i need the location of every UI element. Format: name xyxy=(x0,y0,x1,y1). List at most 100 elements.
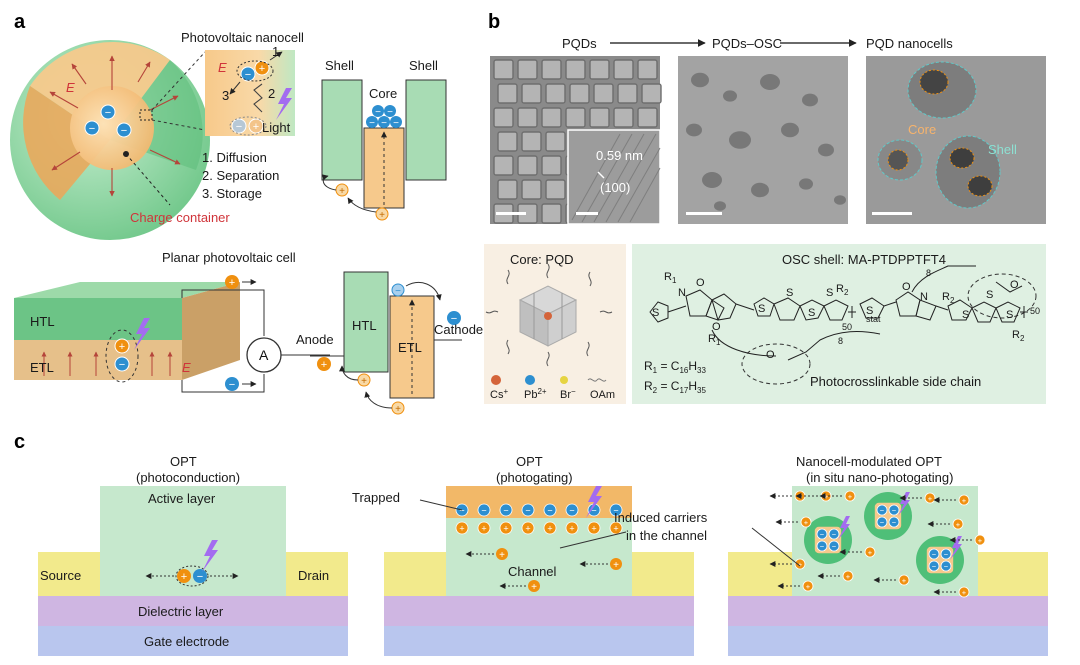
svg-text:−: − xyxy=(932,562,937,571)
band-etl-label: ETL xyxy=(398,340,422,355)
svg-text:−: − xyxy=(525,505,530,515)
hole-icon: + xyxy=(800,516,812,528)
legend-br: Br− xyxy=(560,387,576,401)
chem-s-6: S xyxy=(866,305,873,317)
svg-text:+: + xyxy=(229,277,235,289)
band-htl-label: HTL xyxy=(352,318,377,333)
svg-text:+: + xyxy=(978,536,983,545)
step-storage: 3. Storage xyxy=(202,186,262,201)
electron-icon: − xyxy=(888,504,900,516)
electron-icon: − xyxy=(565,503,579,517)
svg-text:+: + xyxy=(868,548,873,557)
svg-text:+: + xyxy=(395,404,401,415)
svg-text:−: − xyxy=(197,571,203,583)
planar-cell-title: Planar photovoltaic cell xyxy=(162,250,296,265)
opt1-subtitle: (photoconduction) xyxy=(136,470,240,485)
opt3-subtitle: (in situ nano-photogating) xyxy=(806,470,953,485)
step-separation: 2. Separation xyxy=(202,168,279,183)
svg-text:+: + xyxy=(481,523,486,533)
chem-s-1: S xyxy=(652,307,659,319)
svg-text:−: − xyxy=(591,505,596,515)
lattice-plane-label: (100) xyxy=(600,180,630,195)
osc-shell-title: OSC shell: MA-PTDPPTFT4 xyxy=(782,252,946,267)
etl-label: ETL xyxy=(30,360,54,375)
opt-nanocell-device: −−−−−−−−−−−− ++++++++++++++ xyxy=(728,486,1048,656)
electron-icon: − xyxy=(499,503,513,517)
chem-o-5: O xyxy=(766,349,775,361)
svg-text:+: + xyxy=(547,523,552,533)
svg-text:+: + xyxy=(613,560,619,571)
svg-text:+: + xyxy=(848,492,853,501)
chem-o-3: O xyxy=(902,281,911,293)
hole-icon: + xyxy=(842,570,854,582)
svg-text:+: + xyxy=(804,518,809,527)
tem-image-pqds xyxy=(490,56,662,225)
svg-text:+: + xyxy=(962,588,967,597)
svg-text:+: + xyxy=(962,496,967,505)
band-shell-right: Shell xyxy=(409,58,438,73)
svg-text:+: + xyxy=(846,572,851,581)
stage-pqd-nanocells: PQD nanocells xyxy=(866,36,953,51)
nanocell: −−−− xyxy=(916,536,964,584)
electron-icon: − xyxy=(928,548,940,560)
inset-field-label: E xyxy=(218,60,227,75)
panel-label-b: b xyxy=(488,11,500,33)
svg-text:+: + xyxy=(361,376,367,387)
svg-text:−: − xyxy=(119,359,125,371)
electron-icon: − xyxy=(876,504,888,516)
hole-icon: + xyxy=(565,521,579,535)
electron-icon: − xyxy=(940,560,952,572)
planar-band-diagram: − − + + + xyxy=(310,271,462,415)
svg-text:+: + xyxy=(503,523,508,533)
chem-s-3: S xyxy=(786,287,793,299)
svg-text:+: + xyxy=(591,523,596,533)
hole-icon: + xyxy=(924,492,936,504)
ammeter-icon: A xyxy=(259,347,269,363)
svg-text:−: − xyxy=(381,118,387,129)
svg-text:−: − xyxy=(932,550,937,559)
dielectric-label: Dielectric layer xyxy=(138,604,224,619)
hole-icon: + xyxy=(958,494,970,506)
nanocell-title: Photovoltaic nanocell xyxy=(181,30,304,45)
svg-text:−: − xyxy=(832,530,837,539)
svg-text:+: + xyxy=(459,523,464,533)
chem-n50-2: 50 xyxy=(1030,306,1040,316)
htl-label: HTL xyxy=(30,314,55,329)
stage-pqds-osc: PQDs–OSC xyxy=(712,36,782,51)
step-marker-2: 2 xyxy=(268,86,275,101)
tem-shell-label: Shell xyxy=(988,142,1017,157)
hole-icon: + xyxy=(587,521,601,535)
chem-s-4: S xyxy=(808,307,815,319)
gate-label: Gate electrode xyxy=(144,634,229,649)
r1-definition: R1 = C16H33 xyxy=(644,359,706,375)
planar-cell-device: + − + − xyxy=(14,275,330,393)
drain-label: Drain xyxy=(298,568,329,583)
svg-text:−: − xyxy=(393,118,399,129)
electron-icon: − xyxy=(543,503,557,517)
svg-text:−: − xyxy=(569,505,574,515)
svg-text:−: − xyxy=(245,69,251,81)
chem-stat: stat xyxy=(866,314,881,324)
electron-icon: − xyxy=(876,516,888,528)
svg-text:−: − xyxy=(236,121,242,133)
hole-icon: + xyxy=(958,586,970,598)
osc-shell-panel xyxy=(632,244,1046,404)
svg-text:−: − xyxy=(832,542,837,551)
svg-text:−: − xyxy=(944,550,949,559)
chem-n8-2: 8 xyxy=(838,336,843,346)
source-label: Source xyxy=(40,568,81,583)
r2-definition: R2 = C17H35 xyxy=(644,379,706,395)
hole-icon: + xyxy=(864,546,876,558)
opt1-title: OPT xyxy=(170,454,197,469)
field-arrows xyxy=(49,55,181,197)
svg-text:−: − xyxy=(459,505,464,515)
electron-icon: − xyxy=(828,528,840,540)
electron-icon: − xyxy=(888,516,900,528)
svg-text:+: + xyxy=(119,341,125,353)
light-label: Light xyxy=(262,120,291,135)
svg-text:−: − xyxy=(375,107,381,118)
chem-s-5: S xyxy=(826,287,833,299)
svg-text:−: − xyxy=(613,505,618,515)
chem-s-7: S xyxy=(962,309,969,321)
